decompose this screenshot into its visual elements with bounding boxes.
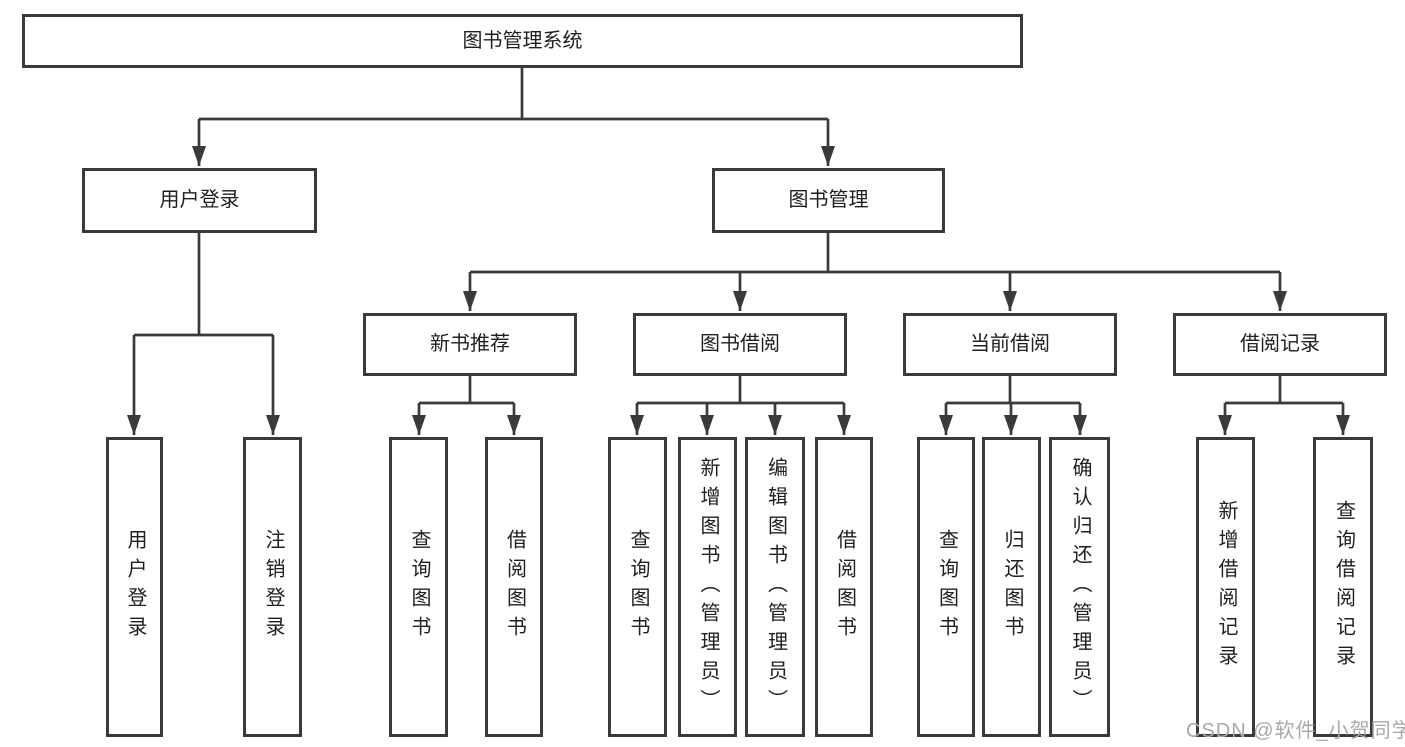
leaf-borrow-books: 借阅图书 — [815, 437, 873, 737]
edge-login-split — [134, 233, 273, 337]
edge-records-split — [1225, 376, 1343, 405]
node-book-management: 图书管理 — [712, 168, 945, 233]
node-current-borrowing: 当前借阅 — [903, 313, 1117, 376]
leaf-query-books-borrow: 查询图书 — [608, 437, 667, 737]
arrows-login-leaves — [127, 335, 280, 435]
node-borrowing-records: 借阅记录 — [1173, 313, 1387, 376]
leaf-query-borrow-record: 查询借阅记录 — [1313, 437, 1373, 737]
edge-borrow-split — [637, 376, 844, 405]
edge-bookmgmt-split — [470, 233, 1280, 274]
leaf-add-books-admin: 新增图书（管理员） — [678, 437, 737, 737]
leaf-query-books-current: 查询图书 — [917, 437, 975, 737]
edge-recommend-split — [419, 376, 514, 405]
leaf-query-books-recommend: 查询图书 — [389, 437, 448, 737]
leaf-edit-books-admin: 编辑图书（管理员） — [745, 437, 805, 737]
node-new-book-recommendation: 新书推荐 — [363, 313, 577, 376]
leaf-borrow-books-recommend: 借阅图书 — [485, 437, 543, 737]
leaf-add-borrow-record: 新增借阅记录 — [1196, 437, 1255, 737]
arrows-leaf-groups — [412, 403, 1350, 435]
edge-current-split — [946, 376, 1080, 405]
watermark: CSDN @软件_小贺同学 — [1186, 720, 1405, 742]
leaf-return-books: 归还图书 — [982, 437, 1041, 737]
arrows-level3 — [463, 272, 1287, 311]
node-root: 图书管理系统 — [22, 14, 1023, 68]
leaf-user-login: 用户登录 — [106, 437, 163, 737]
arrows-level2 — [192, 119, 835, 166]
edge-root-split — [199, 68, 828, 121]
leaf-confirm-return-admin: 确认归还（管理员） — [1049, 437, 1110, 737]
node-user-login: 用户登录 — [82, 168, 317, 233]
node-book-borrowing: 图书借阅 — [633, 313, 847, 376]
leaf-logout: 注销登录 — [243, 437, 302, 737]
